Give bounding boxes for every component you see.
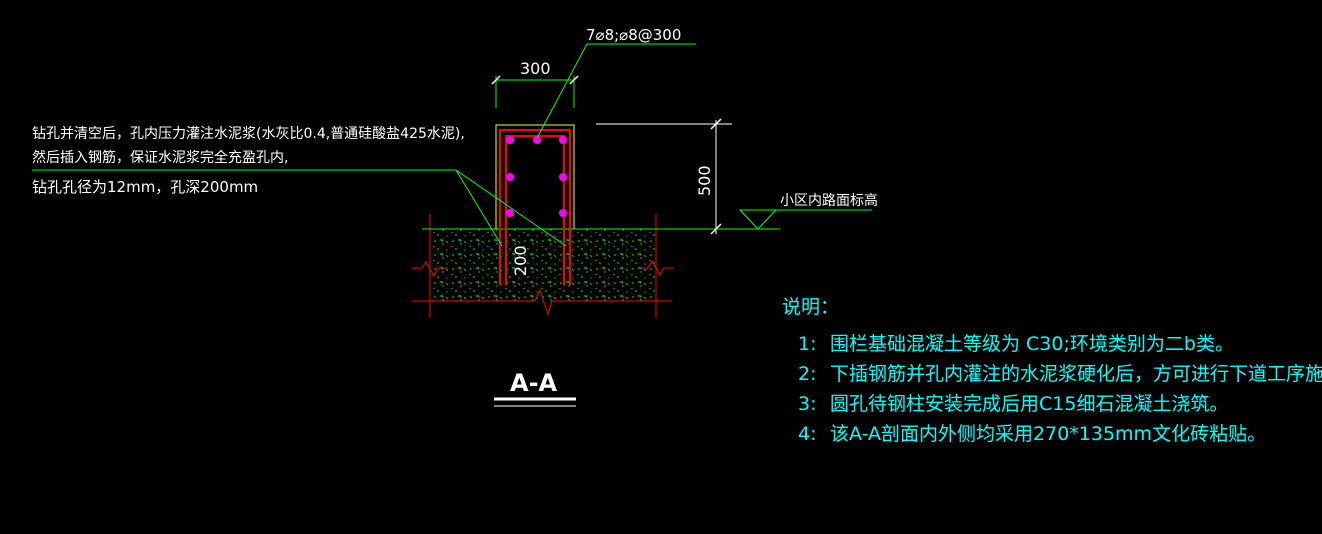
note-text: 圆孔待钢柱安装完成后用C15细石混凝土浇筑。	[830, 393, 1229, 415]
note-text: 该A-A剖面内外侧均采用270*135mm文化砖粘贴。	[830, 423, 1267, 445]
note-text: 下插钢筋并孔内灌注的水泥浆硬化后，方可进行下道工序施工。	[830, 363, 1322, 385]
section-title: A-A	[494, 369, 576, 407]
elevation-marker: 小区内路面标高	[739, 192, 878, 230]
note-item: 1: 围栏基础混凝土等级为 C30;环境类别为二b类。	[798, 329, 1322, 359]
note-text: 围栏基础混凝土等级为 C30;环境类别为二b类。	[830, 333, 1234, 355]
height-dimension: 500	[596, 118, 732, 235]
right-break-line	[640, 259, 674, 277]
rebar-dot	[559, 136, 567, 144]
left-break-line	[412, 261, 448, 278]
height-dim-text: 500	[695, 165, 714, 196]
rebar-callout: 7⌀8;⌀8@300	[536, 26, 696, 139]
annotation-leader: 钻孔并清空后，孔内压力灌注水泥浆(水灰比0.4,普通硅酸盐425水泥), 然后插…	[32, 126, 567, 247]
note-number: 1:	[798, 333, 817, 355]
note-number: 4:	[798, 423, 817, 445]
rebar-dot	[533, 136, 541, 144]
note-number: 3:	[798, 393, 817, 415]
bottom-break-line	[412, 288, 672, 316]
foundation-column	[495, 124, 575, 285]
depth-dim-text: 200	[511, 245, 530, 276]
width-dim-text: 300	[520, 59, 551, 78]
note-item: 2: 下插钢筋并孔内灌注的水泥浆硬化后，方可进行下道工序施工。	[798, 359, 1322, 389]
note-item: 4: 该A-A剖面内外侧均采用270*135mm文化砖粘贴。	[798, 419, 1322, 449]
rebar-stirrup	[499, 129, 571, 285]
rebar-dot	[506, 209, 514, 217]
elevation-label: 小区内路面标高	[780, 192, 878, 209]
notes-title: 说明：	[782, 296, 840, 318]
note-number: 2:	[798, 363, 817, 385]
concrete-hatch	[430, 229, 656, 301]
annotation-line-1: 钻孔并清空后，孔内压力灌注水泥浆(水灰比0.4,普通硅酸盐425水泥),	[32, 126, 465, 142]
notes-panel: 说明： 1: 围栏基础混凝土等级为 C30;环境类别为二b类。 2: 下插钢筋并孔内…	[782, 292, 1322, 449]
section-label: A-A	[510, 369, 558, 397]
rebar-dot	[559, 209, 567, 217]
width-dimension: 300	[491, 59, 579, 108]
annotation-line-3: 钻孔孔径为12mm，孔深200mm	[32, 178, 258, 196]
rebar-dot	[506, 173, 514, 181]
annotation-line-2: 然后插入钢筋，保证水泥浆完全充盈孔内,	[32, 149, 288, 166]
note-item: 3: 圆孔待钢柱安装完成后用C15细石混凝土浇筑。	[798, 389, 1322, 419]
rebar-dot	[559, 173, 567, 181]
rebar-callout-text: 7⌀8;⌀8@300	[586, 26, 681, 44]
rebar-dot	[506, 136, 514, 144]
ground-section	[412, 214, 674, 318]
